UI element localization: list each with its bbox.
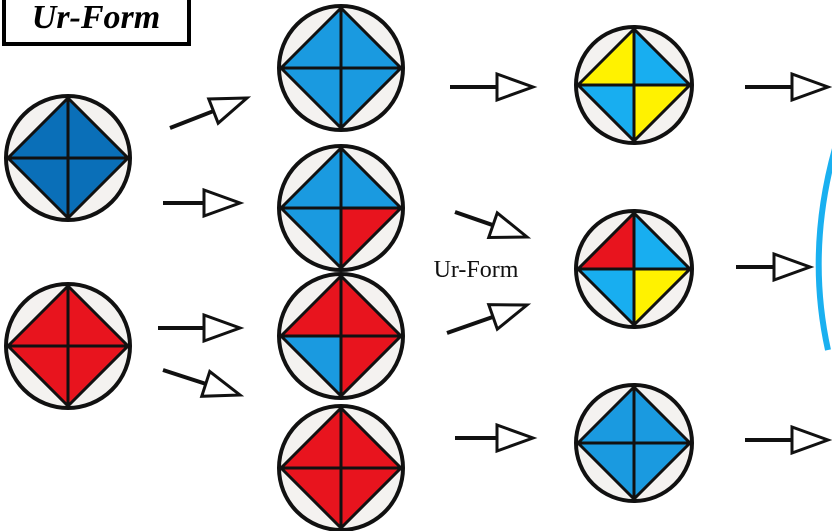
arrow-head xyxy=(495,422,538,454)
arrow-shaft xyxy=(446,315,494,335)
title-frame xyxy=(2,0,191,46)
glyph-result-2 xyxy=(574,209,694,329)
arrow-head xyxy=(486,303,532,332)
title-box: Ur-Form xyxy=(2,0,191,46)
arrow-head xyxy=(206,96,252,126)
arrow-5 xyxy=(450,71,538,103)
arrow-1 xyxy=(169,96,252,130)
glyph-mid-2 xyxy=(277,144,405,272)
arrow-2 xyxy=(163,187,245,219)
arrow-10 xyxy=(736,251,815,283)
glyph-mid-1 xyxy=(277,4,405,132)
arrow-6 xyxy=(454,210,532,239)
arrow-head xyxy=(790,424,832,456)
arrow-layer xyxy=(158,71,832,456)
arrow-shaft xyxy=(454,210,494,228)
arrow-head xyxy=(486,210,532,239)
arrow-9 xyxy=(745,71,832,103)
glyph-layer xyxy=(4,4,694,531)
arrow-3 xyxy=(158,312,245,344)
glyph-result-1 xyxy=(574,25,694,145)
glyph-source-red xyxy=(4,282,132,410)
arrow-head xyxy=(495,71,538,103)
title-text: Ur-Form xyxy=(32,0,160,36)
arrow-shaft xyxy=(162,368,207,386)
arrow-head xyxy=(202,187,245,219)
arrow-head xyxy=(790,71,832,103)
arrow-head xyxy=(202,312,245,344)
arrow-shaft xyxy=(169,109,215,130)
arrow-head xyxy=(199,369,245,398)
arrow-7 xyxy=(446,303,532,335)
center-label: Ur-Form xyxy=(434,257,519,283)
glyph-mid-4 xyxy=(277,404,405,531)
arrow-11 xyxy=(745,424,832,456)
arrow-4 xyxy=(162,368,245,398)
arrow-head xyxy=(772,251,815,283)
arc-shape xyxy=(815,148,832,351)
arrow-8 xyxy=(455,422,538,454)
glyph-result-3 xyxy=(574,383,694,503)
glyph-source-blue xyxy=(4,94,132,222)
glyph-mid-3 xyxy=(277,272,405,400)
